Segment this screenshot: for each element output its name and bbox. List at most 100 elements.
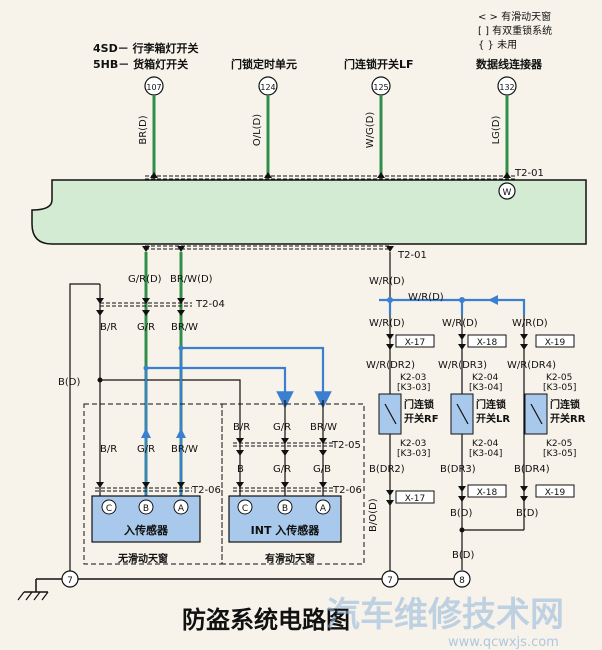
sensor2-name: INT 入传感器 (251, 523, 321, 537)
legend-sliding: < > 有滑动天窗 (478, 10, 551, 23)
left-wire-group: G/R(D) BR/W(D) T2-04 B/R G/R BR/W B(D) (58, 252, 332, 572)
switch-lr-wire-in: W/R(D) (442, 318, 478, 329)
sensor1-connector: T2-06 (191, 485, 221, 496)
switch-rf-k-top2: [K3-03] (397, 383, 430, 393)
switch-rf-conn-out: X-17 (405, 494, 425, 504)
switch-lr-conn-in: X-18 (477, 338, 498, 348)
switch-rf-wire-out: B(DR2) (369, 464, 405, 475)
sensor2-gr-label: G/R (273, 422, 291, 433)
switch-rr-wire-top: W/R(DR4) (507, 360, 556, 371)
pin-107-label: 107 (146, 83, 161, 92)
sensor2-pin-a: A (320, 504, 327, 514)
sensor1-gr-label: G/R (137, 444, 155, 455)
sensor2-pin-c: C (242, 504, 248, 514)
wire-gr-label: G/R (137, 322, 155, 333)
switch-rr-k-top: K2-05 (546, 373, 572, 383)
top-wires: 107 BR(D) 124 O/L(D) 125 W/G(D) 132 LG(D… (138, 76, 517, 180)
connector-t2-04: T2-04 (195, 299, 225, 310)
wire-wr-d-main-label: W/R(D) (369, 276, 405, 287)
component-door-switch-lf-label: 门连锁开关LF (344, 57, 414, 71)
switch-rr-wire-in: W/R(D) (512, 318, 548, 329)
switch-rr-k-bot2: [K3-05] (543, 449, 576, 459)
ground-7-left-label: 7 (67, 576, 73, 586)
switch-lr-wire-out: B(DR3) (440, 464, 476, 475)
switch-rf-wire-final: B/O(D) (368, 498, 379, 532)
ground-7-right-label: 7 (387, 576, 393, 586)
sensor-no-sunroof: B/R G/R BR/W T2-06 C B A 入传感器 无滑动天窗 (83, 403, 223, 565)
switch-rr-k-top2: [K3-05] (543, 383, 576, 393)
control-module: T2-01 W T2-01 (31, 168, 587, 261)
switch-lr-k-bot2: [K3-04] (469, 449, 502, 459)
switch-rr-k-bot: K2-05 (546, 439, 572, 449)
component-cargo-switch-label: 5HB－ 货箱灯开关 (93, 57, 188, 71)
pin-125-label: 125 (373, 83, 388, 92)
sensor2-br-label: B/R (233, 422, 250, 433)
switch-lr-name2: 开关LR (476, 412, 510, 425)
switch-rf-name2: 开关RF (404, 412, 439, 425)
sensor1-pin-a: A (178, 504, 185, 514)
sensor1-br-label: B/R (100, 444, 117, 455)
sensor1-brw-label: BR/W (171, 444, 198, 455)
sensor1-pin-c: C (106, 504, 112, 514)
switch-rf-wire-in: W/R(D) (369, 318, 405, 329)
sensor2-gb-label: G/B (313, 464, 331, 475)
door-switch-circuit: W/R(D) W/R(D) W/R(D) X-17 W/R(DR2) K2-03… (366, 252, 586, 580)
pin-132-label: 132 (499, 83, 514, 92)
switch-rr-name1: 门连锁 (550, 398, 580, 411)
component-trunk-switch-label: 4SD－ 行李箱灯开关 (93, 41, 199, 55)
switch-rr-conn-in: X-19 (545, 338, 566, 348)
switch-rf-k-bot2: [K3-03] (397, 449, 430, 459)
component-door-timer-label: 门锁定时单元 (231, 57, 297, 71)
ground-7-right (381, 570, 399, 588)
module-w-pin (498, 182, 516, 200)
wire-br-d-label: BR(D) (138, 115, 149, 144)
sensor-sunroof: B/R G/R BR/W T2-05 B G/R G/B T2-06 C B A… (221, 400, 365, 565)
ground-7-left (61, 570, 79, 588)
module-w-pin-label: W (503, 188, 512, 198)
component-data-connector-label: 数据线连接器 (476, 57, 543, 71)
wire-wg-d-label: W/G(D) (365, 112, 376, 149)
switch-lr-k-top: K2-04 (472, 373, 499, 383)
wire-bd-left-label: B(D) (58, 377, 80, 388)
switch-rf-k-top: K2-03 (400, 373, 426, 383)
switch-rr-name2: 开关RR (550, 412, 586, 425)
module-connector-top: T2-01 (514, 168, 544, 179)
sensor2-box-label: 有滑动天窗 (265, 552, 315, 565)
switch-rr-wire-final: B(D) (516, 508, 538, 519)
wire-lg-d-label: LG(D) (491, 115, 502, 144)
wire-ol-d-label: O/L(D) (252, 114, 263, 146)
ground-8 (453, 570, 471, 588)
switch-rr-conn-out: X-19 (545, 488, 566, 498)
watermark-text: 汽车维修技术网 (326, 595, 564, 635)
switch-rr-wire-out: B(DR4) (514, 464, 550, 475)
legend: < > 有滑动天窗 [ ] 有双重锁系统 { } 未用 (478, 10, 552, 51)
top-components: 4SD－ 行李箱灯开关 5HB－ 货箱灯开关 门锁定时单元 门连锁开关LF 数据… (93, 41, 543, 71)
ground-bd-label: B(D) (452, 550, 474, 561)
sensor2-pin-b: B (282, 504, 288, 514)
switch-rf-k-bot: K2-03 (400, 439, 426, 449)
diagram-title: 防盗系统电路图 (182, 606, 350, 634)
wire-br-label: B/R (100, 322, 117, 333)
switch-lr-name1: 门连锁 (476, 398, 506, 411)
sensor2-gr2-label: G/R (273, 464, 291, 475)
sensor1-pin-b: B (143, 504, 149, 514)
switch-rf-conn-in: X-17 (405, 338, 425, 348)
pin-124-label: 124 (260, 83, 275, 92)
sensor2-connector-top: T2-05 (331, 440, 361, 451)
ground-8-label: 8 (459, 576, 465, 586)
switch-rf-name1: 门连锁 (404, 398, 434, 411)
switch-lr-wire-top: W/R(DR3) (438, 360, 487, 371)
sensor1-name: 入传感器 (124, 523, 169, 537)
watermark-url: www.qcwxjs.com (448, 635, 559, 650)
switch-lr-k-bot: K2-04 (472, 439, 499, 449)
sensor2-connector: T2-06 (332, 485, 362, 496)
wire-wr-branch-label: W/R(D) (408, 292, 444, 303)
switch-rf-wire-top: W/R(DR2) (366, 360, 415, 371)
switch-lr-wire-final: B(D) (450, 508, 472, 519)
wire-brw-d-label: BR/W(D) (170, 274, 213, 285)
switch-lr-conn-out: X-18 (477, 488, 498, 498)
ground-bus: 7 7 8 (17, 570, 471, 601)
sensor2-b-label: B (237, 464, 244, 475)
